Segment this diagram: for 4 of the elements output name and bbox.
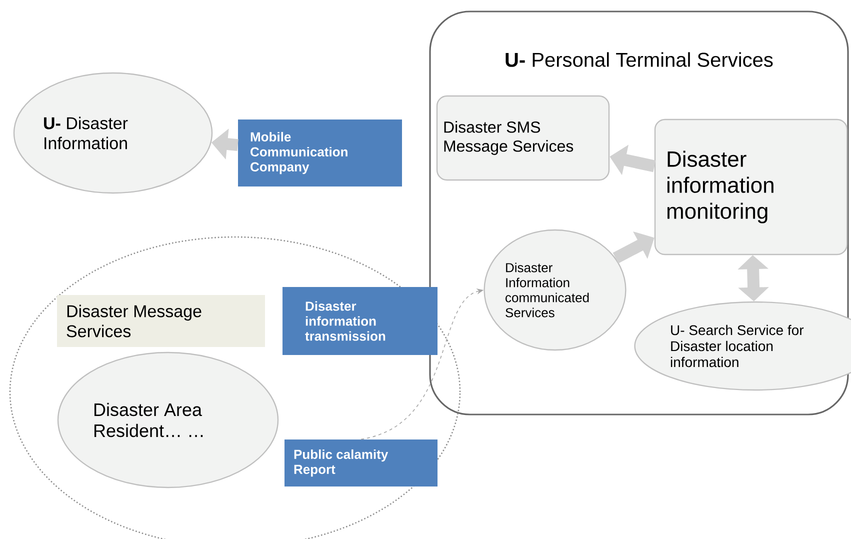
service-box: Disaster information monitoring <box>654 118 848 256</box>
label-box: Mobile Communication Company <box>238 120 402 186</box>
service-label-box: Disaster Message Services <box>57 295 265 347</box>
service-box: Disaster SMS Message Services <box>436 95 610 181</box>
